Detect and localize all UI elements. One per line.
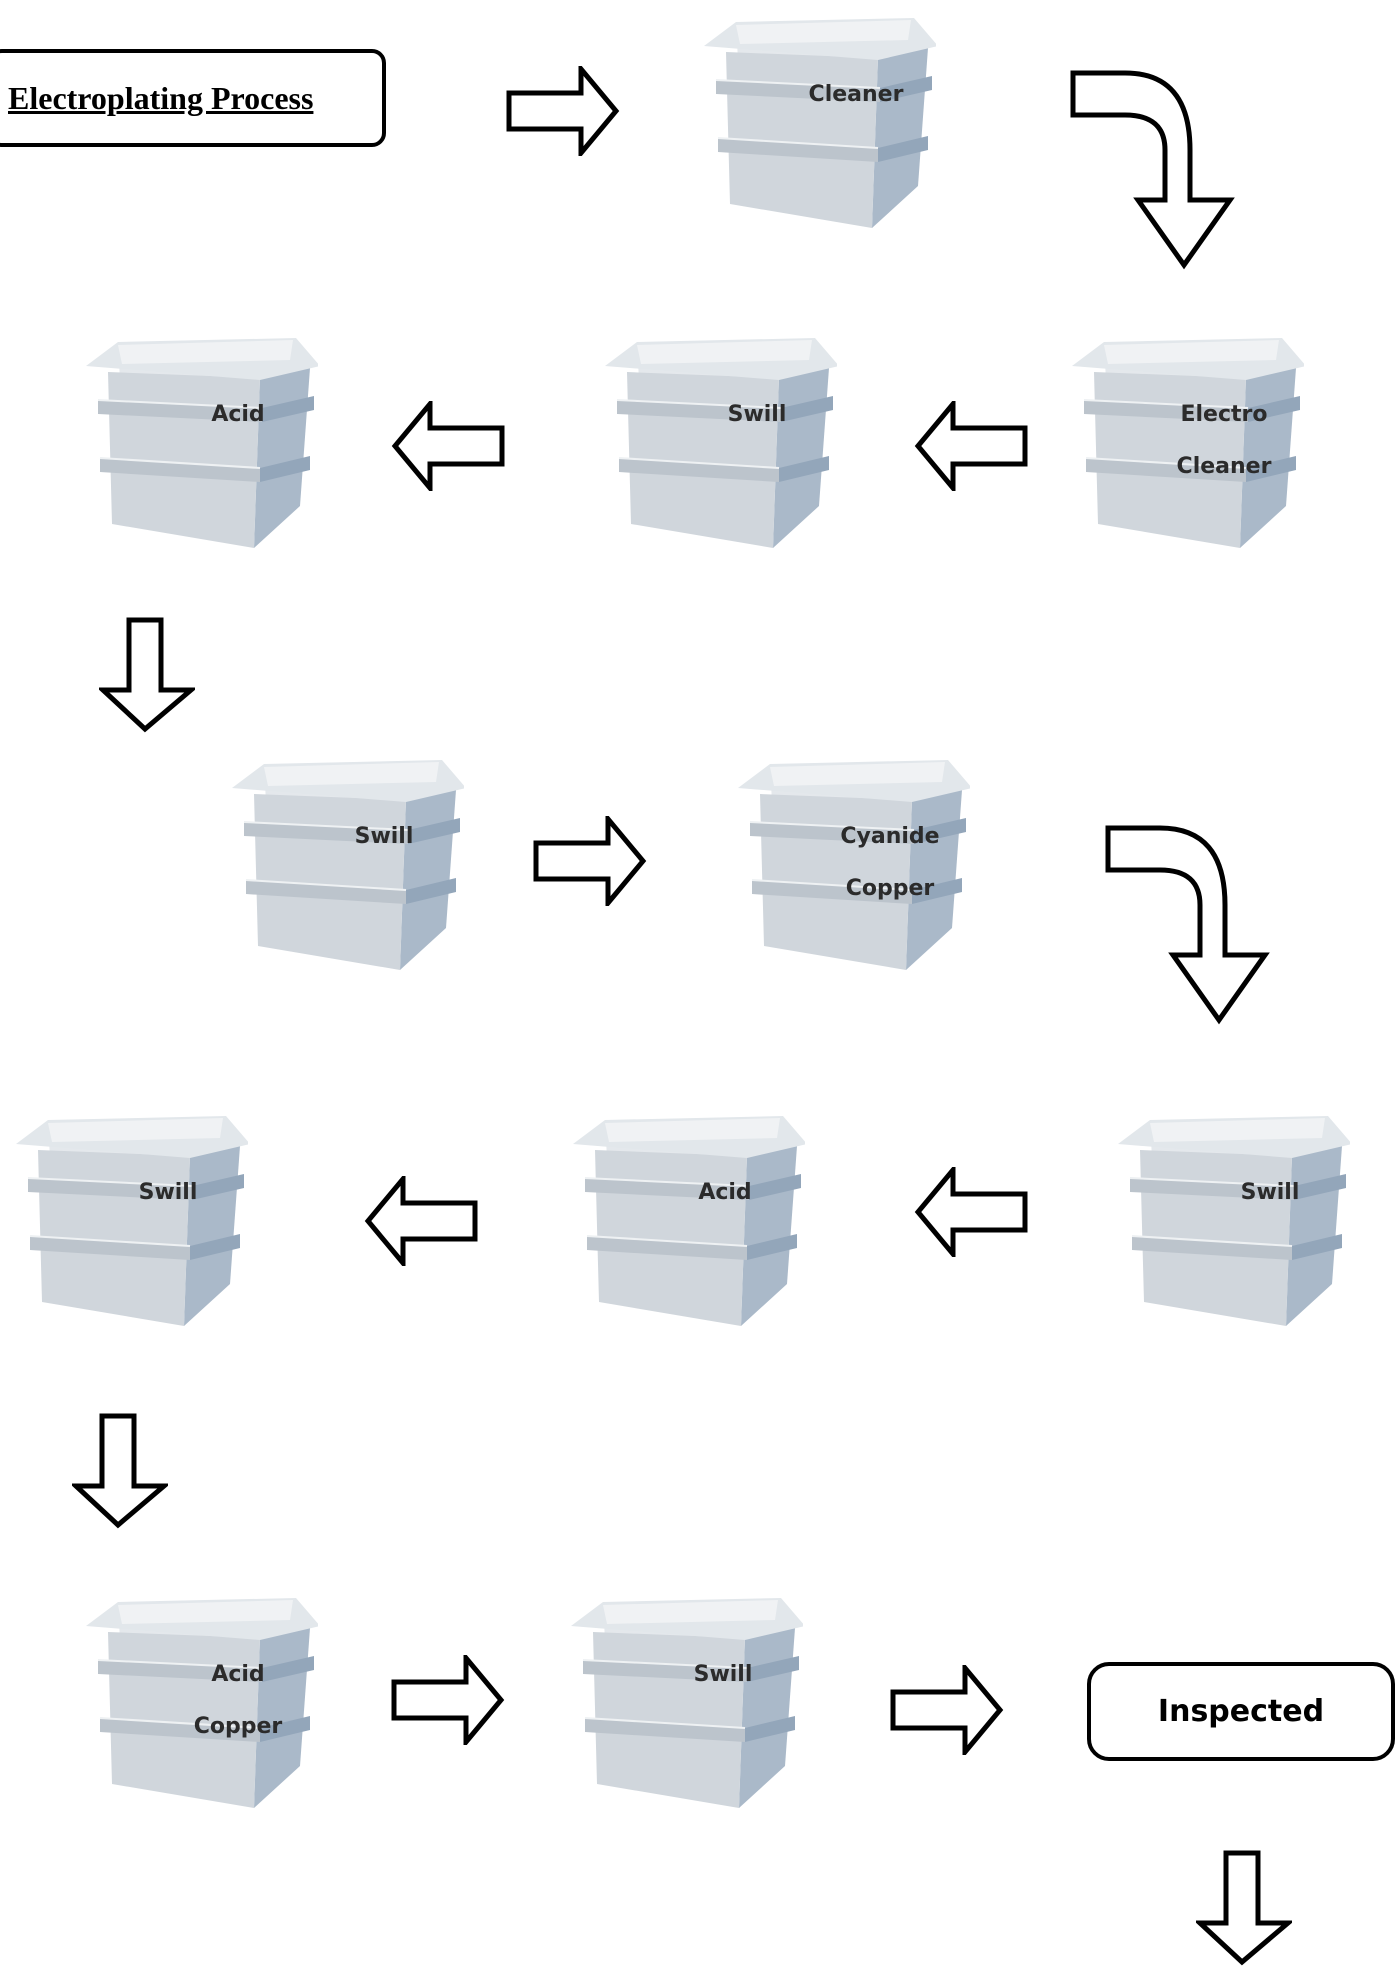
tank-label-line1: Swill [354,824,414,849]
arrow-down-icon [1196,1850,1292,1966]
tank-label-line1: Electro [1180,402,1268,427]
title-box: Electroplating Process [0,49,386,147]
arrow-right-icon [533,816,647,906]
tank-label-line1: Swill [727,402,787,427]
tank-acid-copper: Acid Copper [78,1590,318,1810]
arrow-left-icon [391,401,505,491]
tank-swill-5: Swill [563,1590,803,1810]
arrow-right-icon [506,66,620,156]
tank-cleaner: Cleaner [696,10,936,230]
curved-arrow-down-icon [1070,70,1235,270]
arrow-left-icon [914,1167,1028,1257]
tank-label-line1: Swill [693,1662,753,1687]
curved-arrow-down-icon [1105,825,1270,1025]
tank-label-line1: Swill [138,1180,198,1205]
tank-label-line1: Acid [698,1180,752,1205]
tank-swill-4: Swill [8,1108,248,1328]
diagram-title: Electroplating Process [8,79,314,116]
arrow-right-icon [391,1655,505,1745]
tank-electro-cleaner: Electro Cleaner [1064,330,1304,550]
tank-swill-1: Swill [597,330,837,550]
tank-swill-2: Swill [224,752,464,972]
tank-label-line1: Acid [211,1662,265,1687]
tank-cyanide-copper: Cyanide Copper [730,752,970,972]
arrow-left-icon [364,1176,478,1266]
arrow-left-icon [914,401,1028,491]
tank-label-line2: Cleaner [1176,454,1272,479]
tank-label-line1: Cyanide [840,824,940,849]
inspected-box: Inspected [1087,1662,1395,1761]
tank-label-line1: Acid [211,402,265,427]
tank-label-line1: Cleaner [808,82,904,107]
tank-label-line2: Copper [845,876,935,901]
tank-label-line2: Copper [193,1714,283,1739]
tank-swill-3: Swill [1110,1108,1350,1328]
arrow-down-icon [99,617,195,733]
arrow-down-icon [72,1413,168,1529]
arrow-right-icon [890,1665,1004,1755]
tank-label-line1: Swill [1240,1180,1300,1205]
tank-acid-2: Acid [565,1108,805,1328]
inspected-label: Inspected [1157,1694,1325,1729]
tank-acid-1: Acid [78,330,318,550]
